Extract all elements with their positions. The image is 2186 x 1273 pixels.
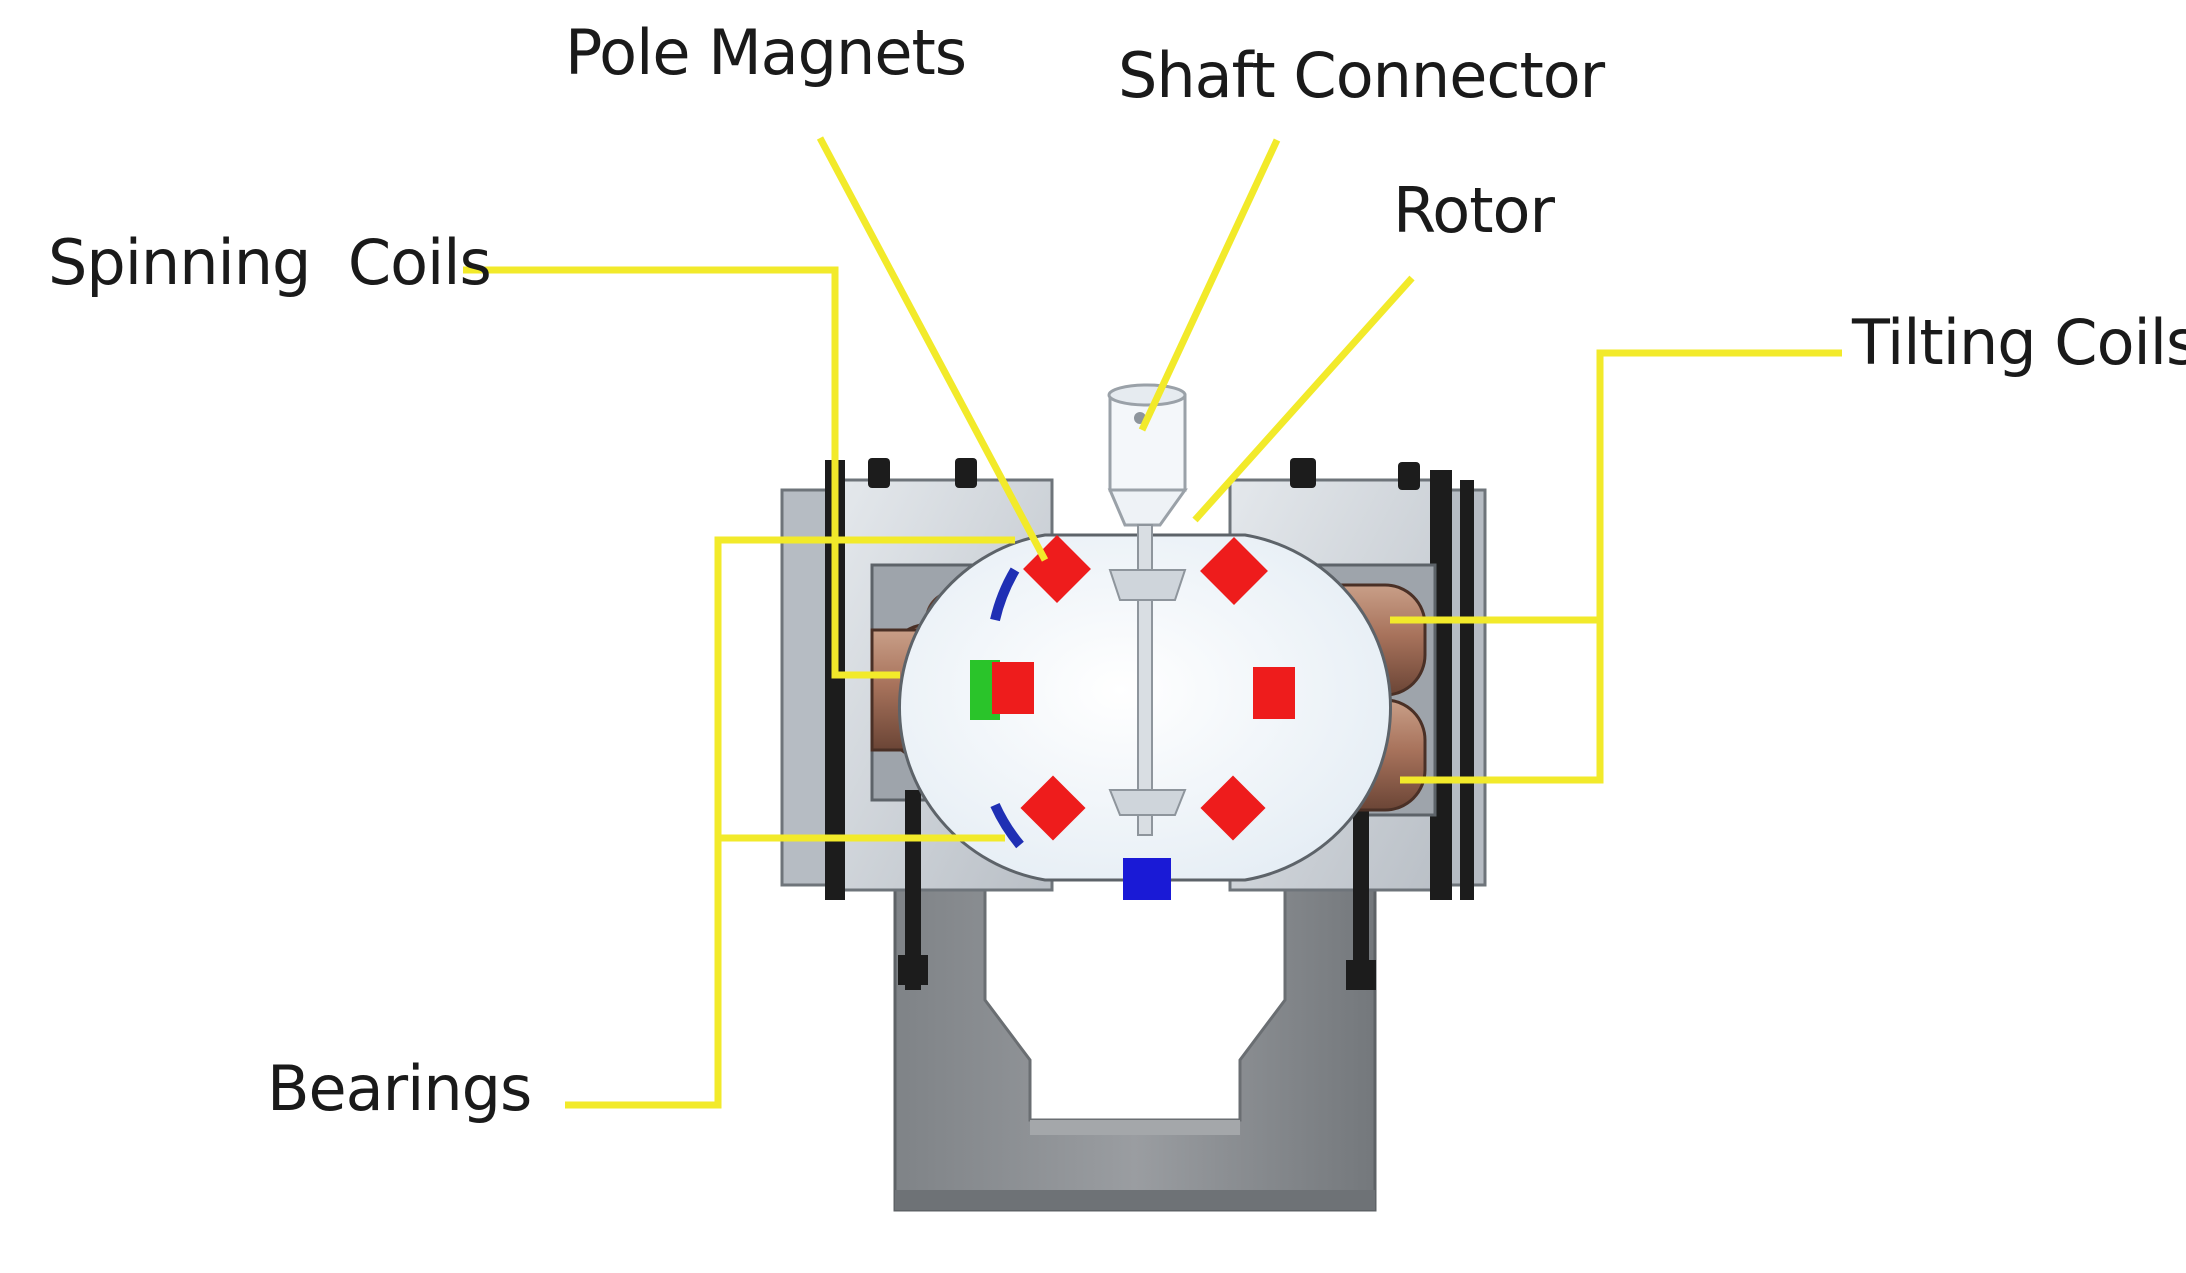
support-stand — [895, 880, 1375, 1210]
label-shaft-connector: Shaft Connector — [1118, 45, 1604, 107]
pole-magnet — [992, 662, 1034, 714]
leader-line-shaft-connector — [1142, 140, 1277, 430]
leader-line-spinning-coils — [463, 270, 900, 675]
label-rotor: Rotor — [1393, 180, 1554, 242]
label-bearings: Bearings — [267, 1058, 531, 1120]
label-pole-magnets: Pole Magnets — [565, 22, 966, 84]
label-tilting-coils: Tilting Coils — [1852, 312, 2186, 374]
label-spinning-coils: Spinning Coils — [48, 232, 491, 294]
pole-magnet — [1253, 667, 1295, 719]
